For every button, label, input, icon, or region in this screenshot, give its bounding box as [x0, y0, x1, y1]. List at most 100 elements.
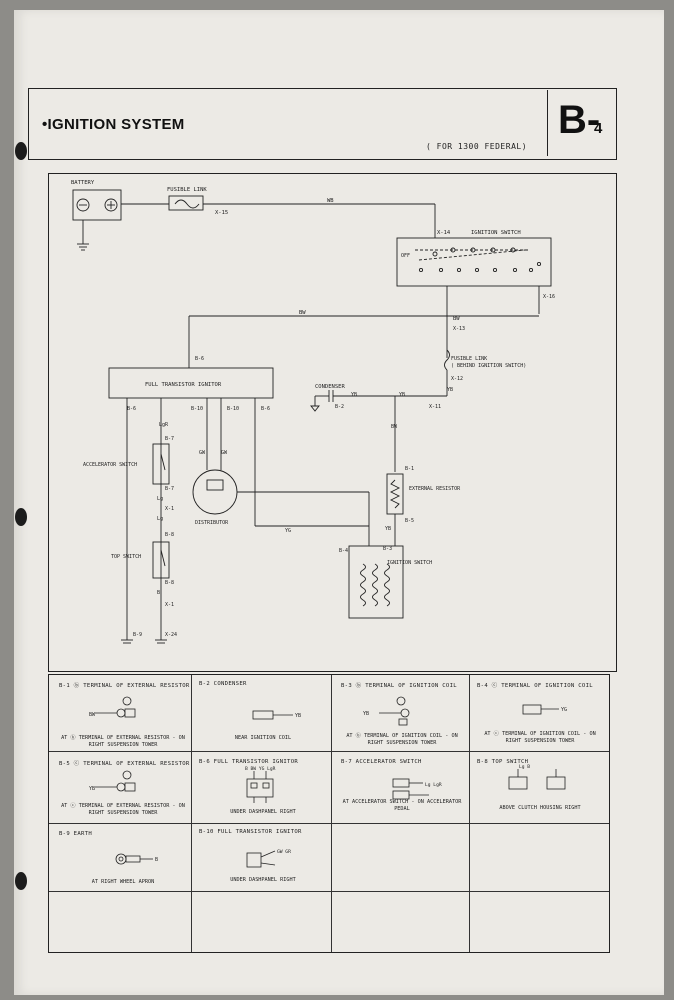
table-cell-b3-label: B-3 ⓑ TERMINAL OF IGNITION COIL	[341, 683, 457, 689]
table-cell-b5-caption: AT ⓒ TERMINAL OF EXTERNAL RESISTOR - ON …	[61, 803, 185, 816]
table-cell-b2-caption: NEAR IGNITION COIL	[234, 735, 292, 741]
distributor-symbol	[192, 469, 238, 515]
table-cell-b2-label: B-2 CONDENSER	[199, 681, 247, 687]
table-cell-b3-caption: AT ⓑ TERMINAL OF IGNITION COIL - ON RIGH…	[346, 733, 458, 746]
wire-b: B	[157, 590, 160, 596]
connector-b6-a: B-6	[127, 406, 136, 412]
wire-yb-a: YB	[447, 387, 453, 393]
accelerator-switch-symbol	[152, 443, 170, 485]
table-cell-b4-label: B-4 ⓒ TERMINAL OF IGNITION COIL	[477, 683, 593, 689]
connector-icon-b2: YB	[252, 710, 301, 720]
wire-yb-b: YB	[351, 392, 357, 398]
table-b2-wire: YB	[295, 713, 301, 719]
fusible-link-2-label: FUSIBLE LINK	[451, 356, 487, 362]
table-cell-b4-caption: AT ⓒ TERMINAL OF IGNITION COIL - ON RIGH…	[484, 731, 596, 744]
connector-icon-b7: Lg LgR	[392, 778, 442, 800]
full-transistor-ignitor-box	[108, 367, 274, 399]
connector-b2: B-2	[335, 404, 344, 410]
full-transistor-label: FULL TRANSISTOR IGNITOR	[145, 382, 222, 388]
manual-page: •IGNITION SYSTEM ( FOR 1300 FEDERAL) B- …	[14, 10, 664, 995]
binder-hole-middle	[15, 508, 27, 526]
connector-x15: X-15	[215, 210, 228, 216]
table-cell-b6-label: B-6 FULL TRANSISTOR IGNITOR	[199, 759, 299, 765]
connector-icon-b10: GW GR	[246, 849, 291, 868]
table-b6-wire: B BW YG LgR	[245, 766, 276, 772]
battery-label: BATTERY	[71, 180, 95, 186]
connector-b6-top: B-6	[195, 356, 204, 362]
table-b3-wire: YB	[363, 711, 369, 717]
battery-symbol	[72, 189, 122, 221]
table-cell-b10-caption: UNDER DASHPANEL RIGHT	[230, 877, 296, 883]
connector-b1: B-1	[405, 466, 414, 472]
connector-x16: X-16	[543, 294, 555, 300]
table-cell-b1-caption: AT ⓑ TERMINAL OF EXTERNAL RESISTOR - ON …	[61, 735, 185, 748]
connector-icon-b5: YB	[89, 770, 136, 792]
table-cell-b9-caption: AT RIGHT WHEEL APRON	[91, 879, 155, 885]
wire-lgr: LgR	[159, 422, 169, 428]
connector-icon-b9: B	[115, 853, 158, 865]
ignition-coil-label: IGNITION SWITCH	[387, 560, 432, 566]
fusible-link-label: FUSIBLE LINK	[167, 187, 207, 193]
connector-icon-b1: BW	[89, 696, 136, 718]
wire-bw: BW	[299, 310, 306, 316]
table-cell-b1-label: B-1 ⓑ TERMINAL OF EXTERNAL RESISTOR	[59, 683, 190, 689]
table-cell-b6-caption: UNDER DASHPANEL RIGHT	[230, 809, 296, 815]
wire-bw-3: BW	[391, 424, 398, 430]
wire-bw-2: BW	[453, 316, 460, 322]
ignition-switch-label: IGNITION SWITCH	[471, 230, 521, 236]
wire-gw-1: GW	[199, 450, 206, 456]
ignition-switch-box	[396, 237, 552, 287]
table-cell-b8-label: B-8 TOP SWITCH	[477, 759, 529, 765]
section-letter: B-	[558, 98, 601, 142]
external-resistor-label: EXTERNAL RESISTOR	[409, 486, 461, 492]
connector-b8-a: B-8	[165, 532, 174, 538]
table-b7-wire: Lg LgR	[425, 782, 442, 788]
connector-x1-a: X-1	[165, 506, 174, 512]
condenser-label: CONDENSER	[315, 384, 345, 390]
top-switch-symbol	[152, 541, 170, 579]
connector-x11: X-11	[429, 404, 441, 410]
connector-icon-b6: B BW YG LgR	[245, 766, 276, 803]
table-cell-b7-caption: AT ACCELERATOR SWITCH - ON ACCELERATOR P…	[342, 799, 462, 812]
wire-lg-1: Lg	[157, 496, 163, 502]
connector-b7-a: B-7	[165, 436, 174, 442]
connector-b7-b: B-7	[165, 486, 174, 492]
table-cell-b8-caption: ABOVE CLUTCH HOUSING RIGHT	[499, 805, 581, 811]
connector-location-table: B-1 ⓑ TERMINAL OF EXTERNAL RESISTOR AT ⓑ…	[48, 674, 610, 953]
distributor-label: DISTRIBUTOR	[195, 520, 229, 526]
connector-b5: B-5	[405, 518, 414, 524]
connector-icon-b3: YB	[363, 696, 410, 726]
wire-gw-2: GW	[221, 450, 228, 456]
connector-x24: X-24	[165, 632, 177, 638]
page-subtitle: ( FOR 1300 FEDERAL)	[426, 142, 528, 151]
section-label: B- 4	[547, 90, 614, 156]
wire-yb-d: YB	[385, 526, 391, 532]
wire-yb-c: YB	[399, 392, 405, 398]
header-box	[28, 88, 617, 160]
ignition-coil-box	[348, 545, 404, 619]
table-cell-b10-label: B-10 FULL TRANSISTOR IGNITOR	[199, 829, 302, 835]
switch-off-label: OFF	[401, 253, 410, 259]
table-b5-wire: YB	[89, 786, 95, 792]
table-cell-b9-label: B-9 EARTH	[59, 831, 93, 837]
wire-lg-2: Lg	[157, 516, 163, 522]
connector-b10-b: B-10	[227, 406, 239, 412]
page-title: •IGNITION SYSTEM	[42, 116, 185, 133]
table-cell-b7-label: B-7 ACCELERATOR SWITCH	[341, 759, 422, 765]
section-number: 4	[594, 120, 603, 137]
connector-icon-b8: Lg B	[508, 764, 566, 790]
fusible-link-symbol	[168, 195, 204, 211]
binder-hole-top	[15, 142, 27, 160]
accelerator-switch-label: ACCELERATOR SWITCH	[83, 462, 137, 468]
wiring-diagram: BATTERY FUSIBLE LINK X-15 WB X-14 IGNITI…	[48, 173, 617, 672]
connector-x12: X-12	[451, 376, 463, 382]
connector-b8-b: B-8	[165, 580, 174, 586]
top-switch-label: TOP SWITCH	[111, 554, 141, 560]
table-b1-wire: BW	[89, 712, 96, 718]
binder-hole-bottom	[15, 872, 27, 890]
connector-b9: B-9	[133, 632, 142, 638]
table-b4-wire: YG	[561, 707, 567, 713]
connector-b10: B-10	[191, 406, 203, 412]
connector-b4: B-4	[339, 548, 348, 554]
connector-x13: X-13	[453, 326, 465, 332]
